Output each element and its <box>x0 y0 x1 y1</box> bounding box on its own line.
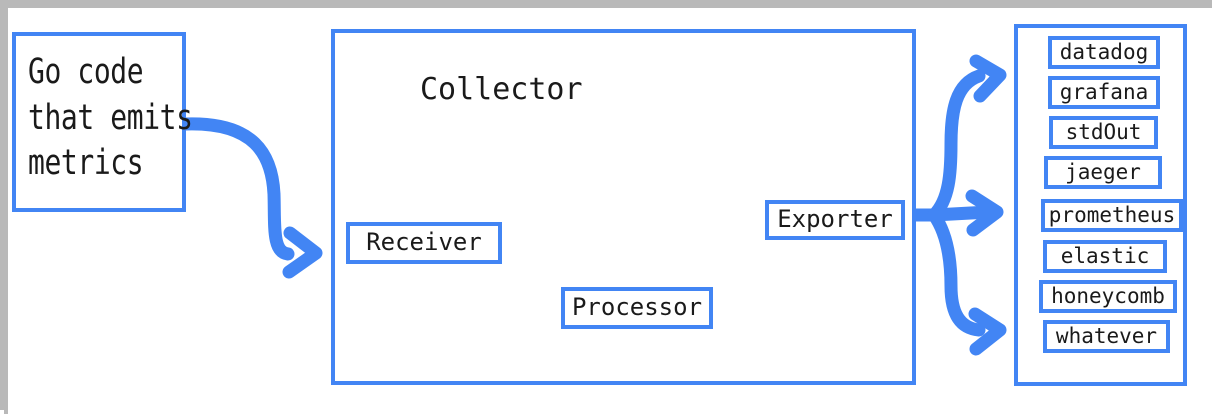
arrow-fanout-down <box>927 208 986 337</box>
arrow-fanout-down-head <box>968 307 1007 356</box>
backend-label: elastic <box>1060 244 1150 269</box>
backend-jaeger: jaeger <box>1044 156 1162 189</box>
backend-prometheus: prometheus <box>1041 199 1183 232</box>
backend-stdout: stdOut <box>1049 116 1158 149</box>
backend-label: datadog <box>1059 40 1149 65</box>
backend-label: prometheus <box>1048 203 1176 228</box>
arrow-source-to-receiver <box>179 117 295 261</box>
source-code-label: Go code that emits metrics <box>28 52 193 183</box>
backend-label: honeycomb <box>1051 284 1165 309</box>
backend-label: whatever <box>1055 324 1158 349</box>
collector-title: Collector <box>420 72 583 107</box>
processor-node: Processor <box>561 287 713 329</box>
source-code-box: Go code that emits metrics <box>12 32 193 212</box>
receiver-node: Receiver <box>346 222 502 264</box>
backend-whatever: whatever <box>1043 320 1170 353</box>
backends-container: datadog grafana stdOut jaeger prometheus… <box>1014 24 1187 386</box>
backend-datadog: datadog <box>1048 36 1160 69</box>
arrow-fanout-mid <box>927 205 996 222</box>
backend-honeycomb: honeycomb <box>1039 280 1177 313</box>
receiver-label: Receiver <box>366 228 482 257</box>
exporter-node: Exporter <box>765 200 905 240</box>
arrow-fanout-mid-head <box>965 189 1004 237</box>
arrow-fanout-up <box>927 69 986 222</box>
processor-label: Processor <box>571 293 703 322</box>
backend-label: jaeger <box>1065 160 1141 185</box>
arrow-source-to-receiver-head <box>282 226 323 279</box>
backend-label: stdOut <box>1065 120 1142 145</box>
arrow-fanout-up-head <box>969 54 1007 103</box>
backend-label: grafana <box>1059 80 1149 105</box>
exporter-label: Exporter <box>777 205 893 234</box>
window-frame-left-edge <box>4 4 8 414</box>
backend-grafana: grafana <box>1048 76 1160 109</box>
window-frame-top-edge <box>4 4 1212 8</box>
backend-elastic: elastic <box>1043 240 1167 273</box>
